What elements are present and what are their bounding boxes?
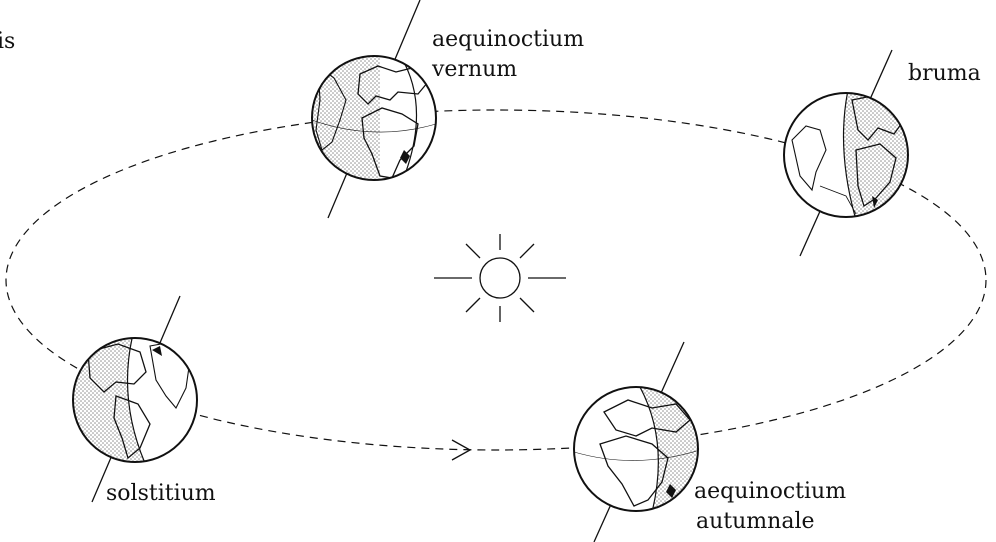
globe-summer-solstice: [60, 296, 197, 502]
partial-left-label: is: [0, 29, 15, 54]
globe-winter-solstice: [784, 50, 920, 256]
label-autumnal-line-2: autumnale: [696, 509, 815, 534]
label-summer: solstitium: [106, 481, 216, 506]
label-winter: bruma: [908, 61, 981, 86]
label-vernal-line-2: vernum: [431, 57, 517, 82]
globe-autumnal-equinox: [574, 342, 710, 542]
sun-icon: [434, 234, 566, 322]
label-autumnal-line-1: aequinoctium: [694, 479, 846, 504]
label-vernal-line-1: aequinoctium: [432, 27, 584, 52]
